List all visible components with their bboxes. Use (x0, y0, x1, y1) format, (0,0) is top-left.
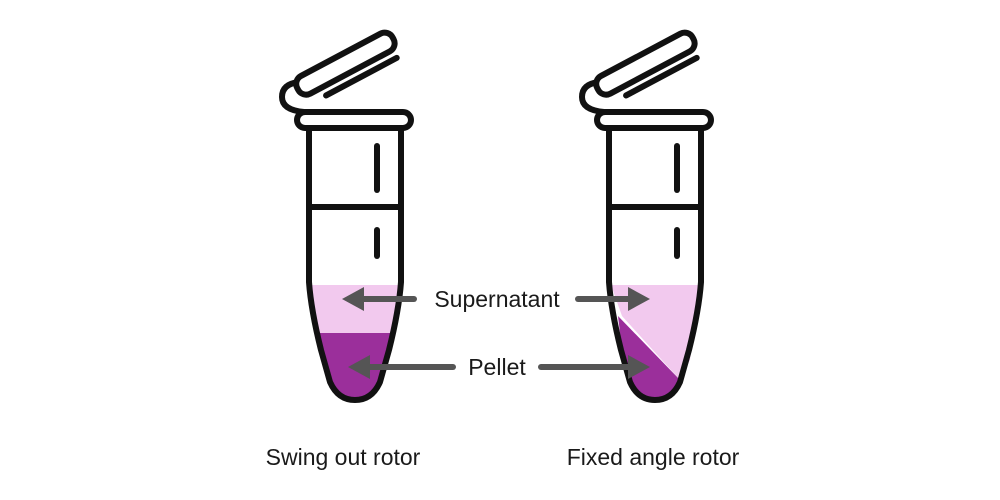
swing-out-tube-body (306, 128, 404, 403)
swing-out-rim (294, 109, 414, 131)
pellet-label: Pellet (468, 354, 526, 380)
fixed-angle-caption: Fixed angle rotor (567, 444, 740, 470)
supernatant-arrow-left (342, 287, 417, 311)
swing-out-tube (279, 29, 414, 403)
pellet-arrow-left (348, 355, 456, 379)
pellet-arrow-right (538, 355, 650, 379)
supernatant-arrow-right (575, 287, 650, 311)
swing-out-caption: Swing out rotor (266, 444, 421, 470)
fixed-angle-tube (579, 29, 714, 403)
fixed-angle-tube-body (606, 128, 704, 403)
swing-out-lid (293, 29, 400, 99)
fixed-angle-lid (593, 29, 700, 99)
fixed-angle-supernatant (611, 285, 699, 380)
supernatant-label: Supernatant (434, 286, 560, 312)
fixed-angle-rim (594, 109, 714, 131)
fixed-angle-pellet (618, 316, 680, 400)
